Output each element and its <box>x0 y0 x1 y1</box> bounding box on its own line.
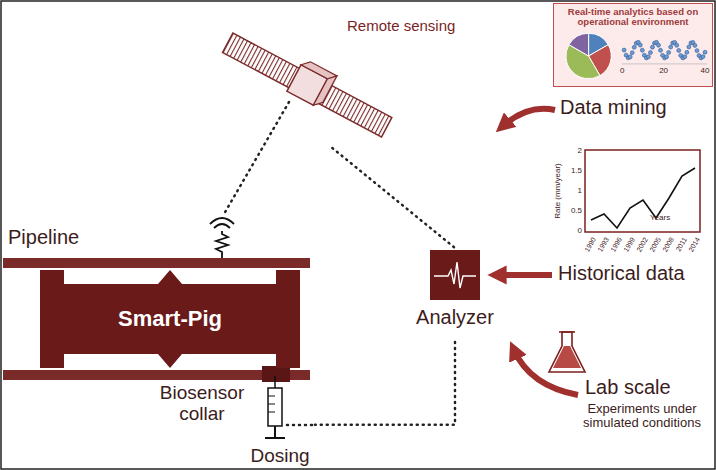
node-text: Remote sensing <box>347 18 455 35</box>
flask <box>549 332 585 372</box>
signal-line <box>224 102 289 214</box>
analytics-charts <box>557 30 709 82</box>
callout-label: Historical data <box>558 262 685 284</box>
axis-tick: 40 <box>701 67 710 76</box>
callout-label: Data mining <box>560 96 667 118</box>
biosensor-collar <box>262 366 290 382</box>
dosing-syringe: Dosing <box>245 376 315 468</box>
callout-label: Years <box>650 214 670 223</box>
callout-label: 2 <box>560 147 582 156</box>
line-chart <box>585 150 700 232</box>
wireless-sensor <box>210 218 234 258</box>
smart-pig: Smart-Pig <box>40 268 300 370</box>
callout-label: Pipeline <box>8 226 79 248</box>
dotted-connector <box>315 342 455 425</box>
callout-label: 1 <box>560 187 582 196</box>
analytics-panel: Real-time analytics based on operational… <box>553 3 713 87</box>
arrow <box>497 272 552 278</box>
analyzer: Analyzer <box>400 248 510 342</box>
node-text: Smart-Pig <box>118 307 222 331</box>
satellite: Remote sensing <box>215 8 459 148</box>
dotted-connector <box>332 148 455 248</box>
callout-label: Experiments under simulated conditions <box>572 402 712 431</box>
callout-label: Biosensor collar <box>148 383 256 425</box>
axis-tick: 20 <box>659 67 668 76</box>
node-text: Real-time analytics based on operational… <box>557 7 709 28</box>
callout-label: 0 <box>560 227 582 236</box>
node-text: Dosing <box>250 446 309 467</box>
axis-tick: 0 <box>620 67 624 76</box>
node-text: Analyzer <box>416 306 494 328</box>
callout-label: 1.5 <box>560 167 582 176</box>
callout-label: Lab scale <box>585 376 671 398</box>
axis-label: 1990 <box>580 236 598 259</box>
callout-label: 0.5 <box>560 207 582 216</box>
arrow <box>503 109 555 126</box>
pipe-wall-top <box>3 258 310 268</box>
axis-label: Rate (mm/year) <box>554 163 563 219</box>
